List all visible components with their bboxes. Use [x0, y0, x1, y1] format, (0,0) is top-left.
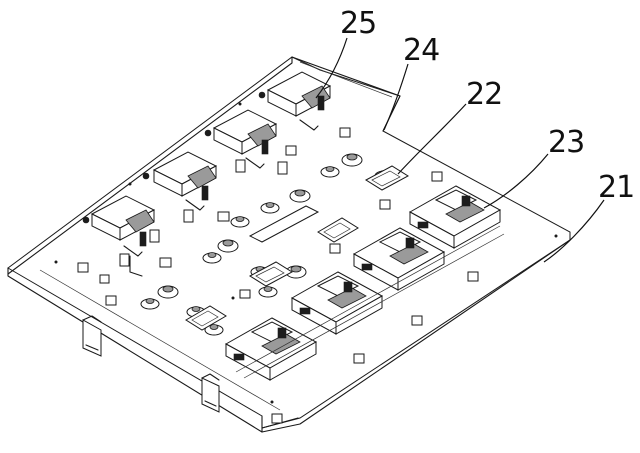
- center-sockets: [185, 165, 409, 331]
- small-brackets: [54, 102, 558, 424]
- test-module-3: [290, 271, 384, 335]
- label-24: 24: [403, 33, 439, 68]
- support-leg-right: [201, 373, 220, 413]
- support-leg-left: [82, 315, 102, 357]
- label-25: 25: [340, 6, 376, 41]
- label-22: 22: [466, 77, 502, 112]
- test-module-row: [224, 185, 505, 381]
- label-23: 23: [548, 125, 584, 160]
- clamp-fixture-row: [82, 71, 332, 277]
- clamp-fixture-4: [82, 195, 156, 277]
- label-21: 21: [598, 170, 634, 205]
- test-module-2: [352, 227, 446, 291]
- test-module-1: [408, 185, 502, 249]
- clamp-fixture-2: [204, 109, 278, 169]
- leader-lines: [315, 37, 605, 263]
- clamp-fixture-1: [258, 71, 332, 131]
- clamp-fixture-3: [142, 151, 218, 211]
- test-module-4: [224, 317, 318, 381]
- reference-numerals: 25 24 22 23 21: [340, 6, 635, 205]
